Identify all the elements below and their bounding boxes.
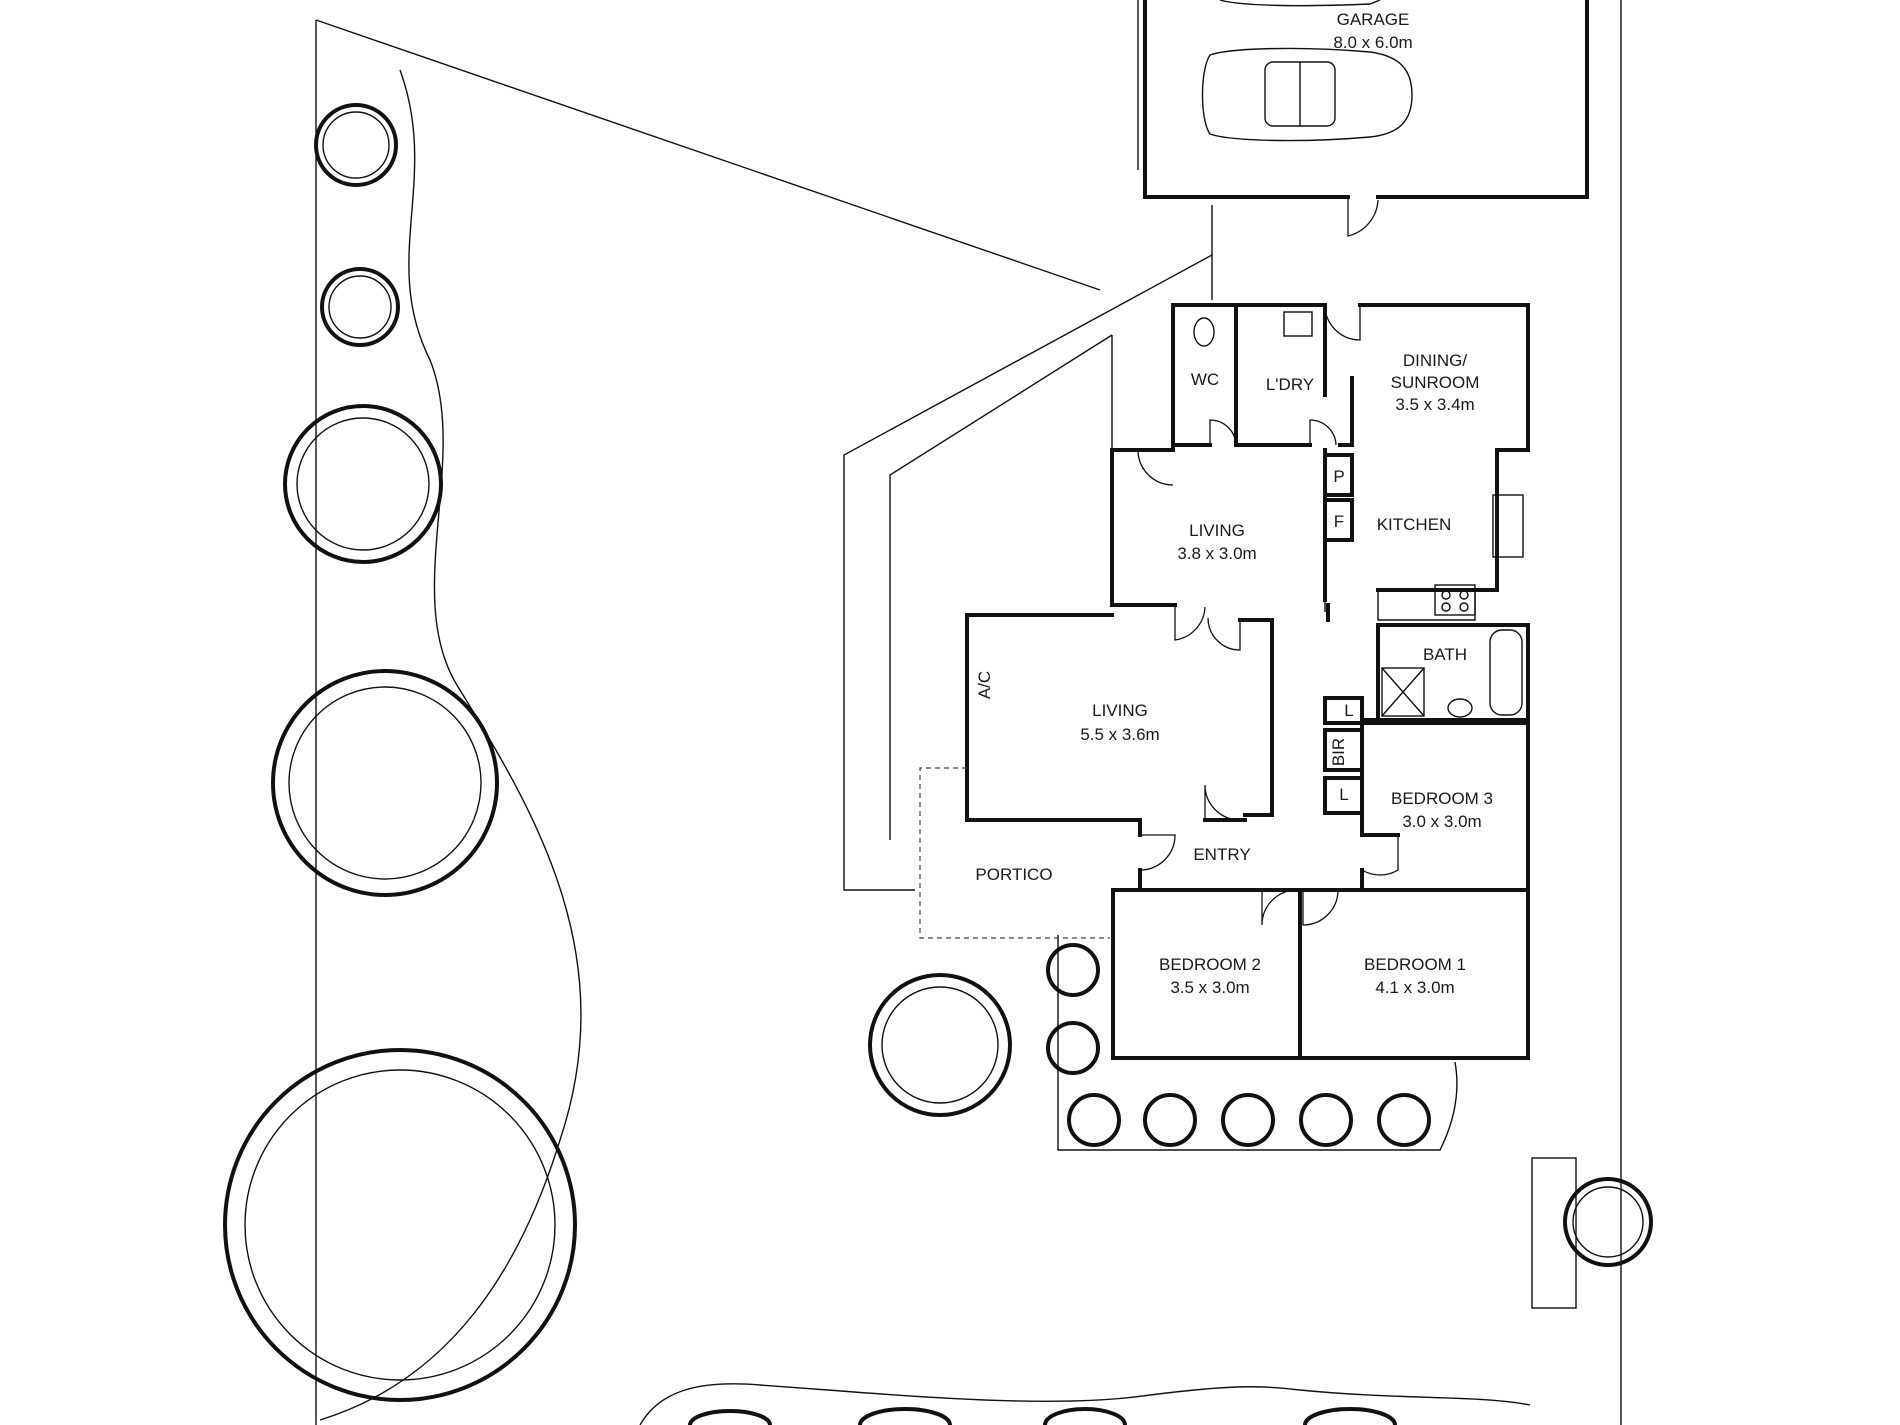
tree-icon bbox=[1299, 1093, 1353, 1147]
tree-icon bbox=[1042, 1407, 1128, 1425]
tree-icon bbox=[223, 1048, 577, 1402]
tree-icon bbox=[1143, 1093, 1197, 1147]
dining-label-2: SUNROOM bbox=[1391, 373, 1480, 392]
living-rear-size: 3.8 x 3.0m bbox=[1177, 544, 1256, 563]
doors bbox=[1137, 304, 1399, 926]
portico-label: PORTICO bbox=[975, 865, 1052, 884]
dining-label-1: DINING/ bbox=[1403, 351, 1468, 370]
bedroom-2-size: 3.5 x 3.0m bbox=[1170, 978, 1249, 997]
tree-icon bbox=[271, 669, 499, 897]
car-icon bbox=[1201, 47, 1413, 142]
bedroom-3-size: 3.0 x 3.0m bbox=[1402, 812, 1481, 831]
tree-icon bbox=[1221, 1093, 1275, 1147]
basin-icon bbox=[1447, 698, 1473, 718]
house-walls bbox=[919, 303, 1530, 1060]
living-rear-label: LIVING bbox=[1189, 521, 1245, 540]
tree-icon bbox=[1302, 1407, 1398, 1425]
laundry-tub-icon bbox=[1283, 311, 1313, 337]
tree-icon bbox=[1046, 943, 1100, 997]
garage-label: GARAGE bbox=[1337, 10, 1410, 29]
tree-icon bbox=[283, 404, 443, 564]
tree-icon bbox=[1067, 1093, 1121, 1147]
tree-icon bbox=[1046, 1021, 1100, 1075]
tree-icon bbox=[687, 1409, 773, 1425]
tree-icon bbox=[314, 103, 398, 187]
driveway bbox=[843, 205, 1577, 1309]
laundry-label: L'DRY bbox=[1266, 375, 1314, 394]
bir-label: BIR bbox=[1329, 738, 1348, 766]
site-boundary bbox=[315, 0, 1622, 1425]
bedroom-2-label: BEDROOM 2 bbox=[1159, 955, 1261, 974]
garage-size: 8.0 x 6.0m bbox=[1333, 33, 1412, 52]
bath-label: BATH bbox=[1423, 645, 1467, 664]
trees bbox=[223, 103, 1653, 1425]
bedroom-1-label: BEDROOM 1 bbox=[1364, 955, 1466, 974]
linen-2-label: L bbox=[1339, 785, 1348, 804]
living-front-size: 5.5 x 3.6m bbox=[1080, 725, 1159, 744]
linen-1-label: L bbox=[1344, 701, 1353, 720]
car-icon bbox=[1219, 0, 1381, 7]
toilet-icon bbox=[1193, 317, 1215, 347]
pantry-label: P bbox=[1333, 467, 1344, 486]
tree-icon bbox=[1377, 1093, 1431, 1147]
tree-icon bbox=[868, 973, 1012, 1117]
entry-label: ENTRY bbox=[1193, 845, 1250, 864]
ac-label: A/C bbox=[975, 671, 994, 699]
bedroom-1-size: 4.1 x 3.0m bbox=[1375, 978, 1454, 997]
wc-label: WC bbox=[1191, 370, 1219, 389]
tree-icon bbox=[1563, 1177, 1653, 1267]
living-front-label: LIVING bbox=[1092, 701, 1148, 720]
garage: GARAGE 8.0 x 6.0m bbox=[1137, 0, 1589, 237]
fixtures bbox=[1193, 311, 1476, 718]
fridge-label: F bbox=[1334, 512, 1344, 531]
room-labels: WC L'DRY DINING/ SUNROOM 3.5 x 3.4m P F … bbox=[975, 351, 1493, 997]
kitchen-label: KITCHEN bbox=[1377, 515, 1452, 534]
tree-icon bbox=[320, 267, 400, 347]
bedroom-3-label: BEDROOM 3 bbox=[1391, 789, 1493, 808]
cooktop-icon bbox=[1434, 584, 1476, 616]
dining-size: 3.5 x 3.4m bbox=[1395, 395, 1474, 414]
tree-icon bbox=[857, 1407, 953, 1425]
